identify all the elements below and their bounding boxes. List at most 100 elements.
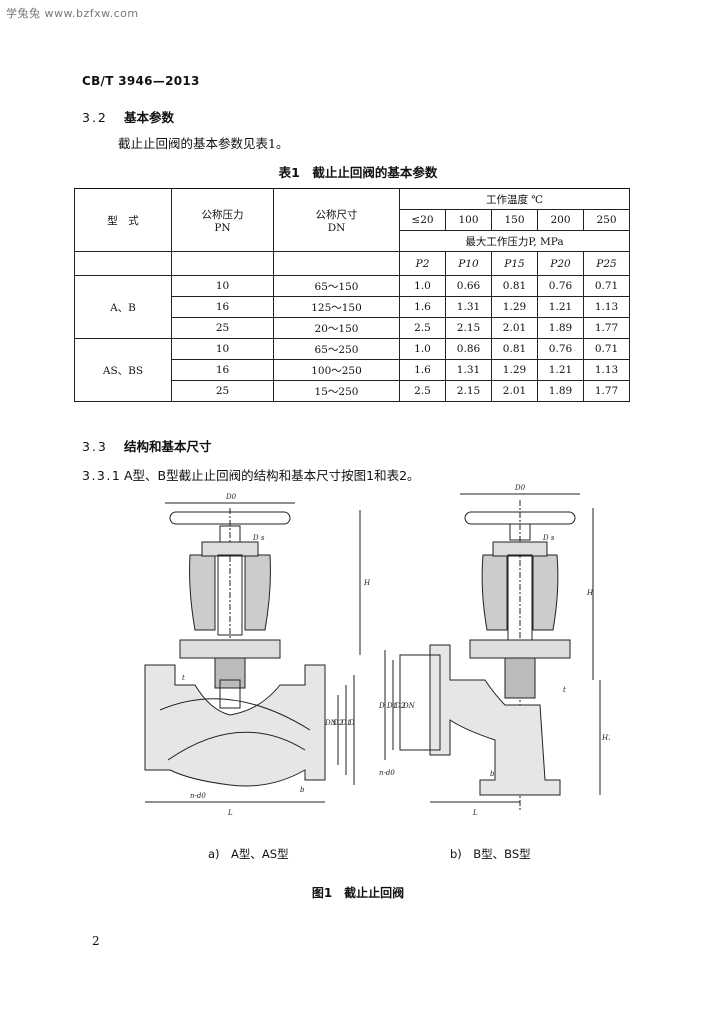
page-number: 2 — [92, 934, 100, 948]
pressure-cell: 0.71 — [582, 338, 631, 360]
pn-cell: 25 — [171, 380, 274, 402]
bonnet-flange — [469, 639, 571, 659]
section-3-2-heading: 3.2 基本参数 — [82, 107, 174, 126]
figure-caption-b: b) B型、BS型 — [450, 847, 531, 861]
pressure-cell: 0.76 — [537, 275, 584, 297]
bonnet-flange — [179, 639, 281, 659]
valve-body — [144, 664, 326, 787]
table-caption: 表1 截止止回阀的基本参数 — [278, 165, 438, 180]
intro-paragraph: 截止止回阀的基本参数见表1。 — [118, 136, 289, 151]
section-title: 结构和基本尺寸 — [124, 439, 212, 454]
type-cell: A、B — [74, 275, 172, 339]
pn-cell: 16 — [171, 296, 274, 318]
temp-cell: ≤20 — [399, 209, 446, 231]
label-b: b — [490, 770, 495, 778]
label-h1: H1 — [601, 734, 610, 742]
dn-cell: 20～150 — [273, 317, 400, 339]
pressure-symbol: P2 — [399, 251, 446, 276]
label-d1: D1 — [386, 702, 397, 710]
temp-cell: 200 — [537, 209, 584, 231]
pressure-cell: 1.77 — [582, 380, 631, 402]
valve-drawing-b: D0 D s H H1 t b n-d0 L D D1 D2 DN — [378, 484, 610, 817]
pressure-cell: 1.0 — [399, 275, 446, 297]
yoke-top — [201, 541, 259, 557]
pressure-cell: 2.15 — [445, 380, 492, 402]
yoke-left — [481, 554, 508, 631]
pressure-cell: 0.86 — [445, 338, 492, 360]
disc — [219, 679, 241, 709]
pressure-cell: 1.6 — [399, 296, 446, 318]
table-temps-row: ≤20 100 150 200 250 — [75, 209, 631, 231]
table-symbols-row: P2 P10 P15 P20 P25 — [74, 251, 631, 276]
table-row: A、B 10 65～150 1.0 0.66 0.81 0.76 0.71 — [74, 275, 631, 339]
label-d1: D1 — [340, 719, 351, 727]
pressure-cell: 1.6 — [399, 359, 446, 381]
dn-cell: 65～250 — [273, 338, 400, 360]
body-passage — [159, 698, 311, 731]
label-ds: D s — [542, 534, 555, 542]
pressure-cell: 0.66 — [445, 275, 492, 297]
pressure-cell: 1.77 — [582, 317, 631, 339]
pressure-symbol: P15 — [491, 251, 538, 276]
pressure-symbol: P25 — [582, 251, 631, 276]
dn-cell: 100～250 — [273, 359, 400, 381]
type-cell: AS、BS — [74, 338, 172, 402]
section-number: 3.3.1 — [82, 468, 122, 483]
section-title: 基本参数 — [124, 110, 175, 125]
label-d2: D2 — [394, 702, 406, 710]
watermark: 学兔兔 www.bzfxw.com — [6, 7, 139, 20]
pressure-cell: 1.13 — [582, 359, 631, 381]
yoke-right — [244, 554, 271, 631]
yoke-left — [189, 554, 216, 631]
pressure-cell: 0.76 — [537, 338, 584, 360]
valve-drawing-a: D0 D s H t b n-d0 L DN D2 D1 D — [144, 493, 371, 817]
label-t: t — [563, 686, 566, 694]
pressure-cell: 1.29 — [491, 296, 538, 318]
pressure-cell: 1.89 — [537, 380, 584, 402]
label-d0: D0 — [514, 484, 526, 492]
pn-cell: 10 — [171, 275, 274, 297]
temp-cell: 250 — [582, 209, 631, 231]
label-l: L — [227, 809, 233, 817]
label-dn: DN — [402, 702, 416, 710]
pn-cell: 25 — [171, 317, 274, 339]
pressure-cell: 1.21 — [537, 359, 584, 381]
header-temperature: 工作温度 ℃ — [398, 188, 631, 210]
dn-cell: 125～150 — [273, 296, 400, 318]
pressure-cell: 2.01 — [491, 380, 538, 402]
pressure-cell: 1.31 — [445, 359, 492, 381]
pressure-symbol: P20 — [537, 251, 584, 276]
label-t: t — [182, 674, 185, 682]
dn-cell: 15～250 — [273, 380, 400, 402]
body-passage — [167, 731, 306, 761]
label-l: L — [472, 809, 478, 817]
label-d0: D0 — [225, 493, 237, 501]
header-type: 型 式 — [74, 188, 172, 252]
section-3-3-heading: 3.3 结构和基本尺寸 — [82, 436, 212, 455]
figure-caption: 图1 截止止回阀 — [311, 886, 405, 900]
section-number: 3.2 — [82, 110, 108, 125]
label-d2: D2 — [332, 719, 344, 727]
section-text: A型、B型截止止回阀的结构和基本尺寸按图1和表2。 — [124, 468, 420, 483]
temp-cell: 100 — [445, 209, 492, 231]
section-number: 3.3 — [82, 439, 108, 454]
yoke-top — [492, 541, 548, 557]
gland-nut — [509, 523, 531, 541]
label-nd0: n-d0 — [190, 792, 206, 800]
pressure-cell: 1.31 — [445, 296, 492, 318]
figure-caption-a: a) A型、AS型 — [208, 847, 289, 861]
valve-body — [429, 644, 561, 796]
pressure-cell: 1.0 — [399, 338, 446, 360]
standard-code: CB/T 3946—2013 — [82, 74, 200, 88]
pressure-cell: 2.5 — [399, 317, 446, 339]
temp-cell: 150 — [491, 209, 538, 231]
dn-cell: 65～150 — [273, 275, 400, 297]
pressure-cell: 1.89 — [537, 317, 584, 339]
label-h: H — [586, 589, 594, 597]
table-row: AS、BS 10 65～250 1.0 0.86 0.81 0.76 0.71 — [74, 338, 631, 402]
bonnet-body — [504, 657, 536, 699]
